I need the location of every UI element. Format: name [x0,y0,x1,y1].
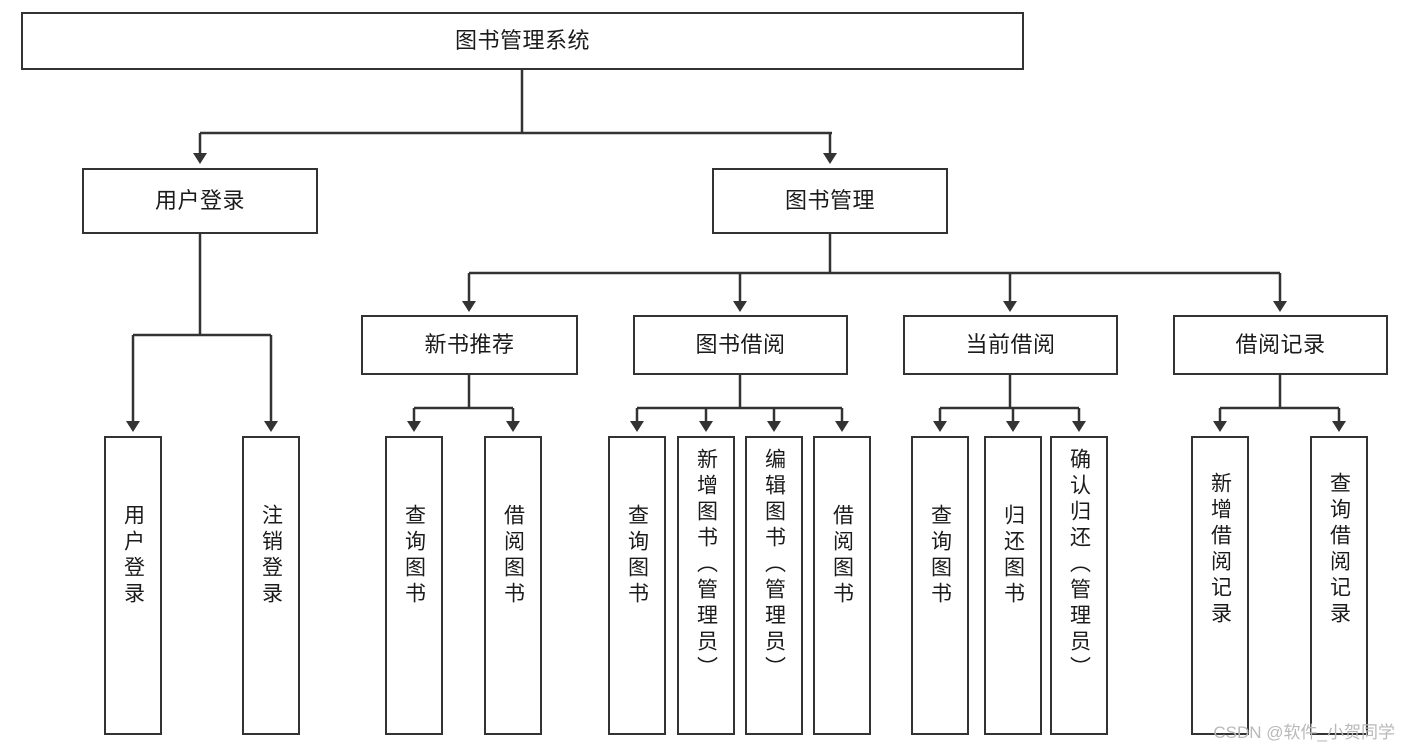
node-leaf-bb-query-book[interactable]: 查询图书 [608,436,666,735]
node-label: 查询借阅记录 [1327,472,1351,628]
node-label: 借阅图书 [501,504,525,608]
node-leaf-rec-borrow-book[interactable]: 借阅图书 [484,436,542,735]
node-label: 借阅图书 [830,504,854,608]
node-label: 用户登录 [154,187,245,213]
node-leaf-bb-borrow-book[interactable]: 借阅图书 [813,436,871,735]
node-root-system[interactable]: 图书管理系统 [21,12,1024,70]
node-user-login[interactable]: 用户登录 [82,168,318,234]
node-leaf-br-add-record[interactable]: 新增借阅记录 [1191,436,1249,735]
node-leaf-bb-add-book[interactable]: 新增图书（管理员） [677,436,735,735]
node-borrow-record[interactable]: 借阅记录 [1173,315,1388,375]
node-leaf-cb-return-book[interactable]: 归还图书 [984,436,1042,735]
watermark: CSDN @软件_小贺同学 [1213,723,1395,742]
node-leaf-bb-edit-book[interactable]: 编辑图书（管理员） [745,436,803,735]
node-book-manage[interactable]: 图书管理 [712,168,948,234]
node-leaf-user-logout[interactable]: 注销登录 [242,436,300,735]
node-leaf-rec-query-book[interactable]: 查询图书 [385,436,443,735]
node-label: 编辑图书（管理员） [762,448,786,682]
node-label: 图书借阅 [695,331,786,357]
node-label: 新增图书（管理员） [694,448,718,682]
node-leaf-cb-query-book[interactable]: 查询图书 [911,436,969,735]
node-label: 注销登录 [259,504,283,608]
node-label: 图书管理 [784,187,875,213]
node-label: 查询图书 [625,504,649,608]
node-label: 新增借阅记录 [1208,472,1232,628]
node-label: 查询图书 [928,504,952,608]
node-label: 借阅记录 [1235,331,1326,357]
node-label: 当前借阅 [965,331,1056,357]
node-label: 用户登录 [121,504,145,608]
node-label: 查询图书 [402,504,426,608]
node-book-borrow[interactable]: 图书借阅 [633,315,848,375]
node-new-book-rec[interactable]: 新书推荐 [361,315,578,375]
node-label: 确认归还（管理员） [1067,448,1091,682]
node-label: 新书推荐 [424,331,515,357]
node-label: 图书管理系统 [454,27,590,53]
node-leaf-cb-confirm-return[interactable]: 确认归还（管理员） [1050,436,1108,735]
node-leaf-br-query-record[interactable]: 查询借阅记录 [1310,436,1368,735]
node-current-borrow[interactable]: 当前借阅 [903,315,1118,375]
node-label: 归还图书 [1001,504,1025,608]
node-leaf-user-login[interactable]: 用户登录 [104,436,162,735]
